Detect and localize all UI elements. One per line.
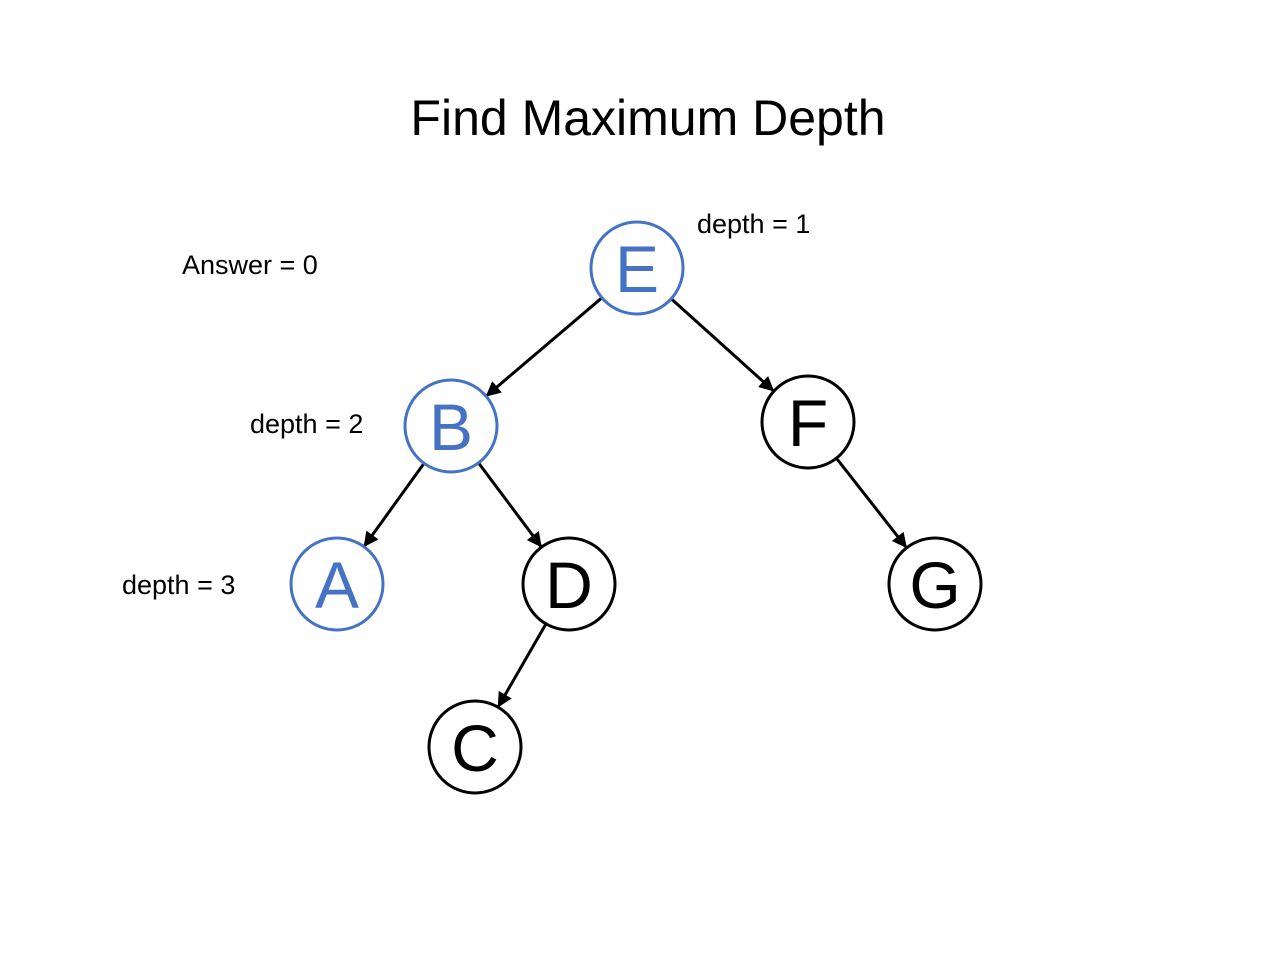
edge-f-g (835, 457, 908, 549)
depth-2-label: depth = 2 (250, 409, 364, 439)
node-label: B (429, 390, 473, 464)
edges (363, 296, 908, 708)
nodes: E B F A D G C (289, 220, 983, 795)
node-a: A (289, 536, 385, 632)
node-label: D (545, 548, 593, 622)
edge-b-d (477, 462, 543, 548)
node-circle (589, 220, 685, 316)
node-g: G (887, 536, 983, 632)
node-label: G (909, 548, 960, 622)
diagram-title: Find Maximum Depth (410, 90, 886, 146)
depth-1-label: depth = 1 (697, 209, 811, 239)
node-c: C (427, 699, 523, 795)
edge-d-c (497, 623, 548, 708)
answer-label: Answer = 0 (182, 250, 318, 280)
node-circle (760, 374, 856, 470)
edge-b-a (363, 462, 426, 548)
node-b: B (403, 378, 499, 474)
depth-3-label: depth = 3 (122, 570, 236, 600)
edge-e-f (670, 297, 775, 392)
node-circle (403, 378, 499, 474)
node-d: D (521, 536, 617, 632)
node-label: F (788, 386, 828, 460)
node-label: A (315, 548, 359, 622)
edge-e-b (485, 296, 603, 397)
node-label: E (615, 232, 659, 306)
node-circle (289, 536, 385, 632)
node-circle (427, 699, 523, 795)
node-label: C (451, 711, 499, 785)
node-circle (521, 536, 617, 632)
node-circle (887, 536, 983, 632)
node-e: E (589, 220, 685, 316)
node-f: F (760, 374, 856, 470)
